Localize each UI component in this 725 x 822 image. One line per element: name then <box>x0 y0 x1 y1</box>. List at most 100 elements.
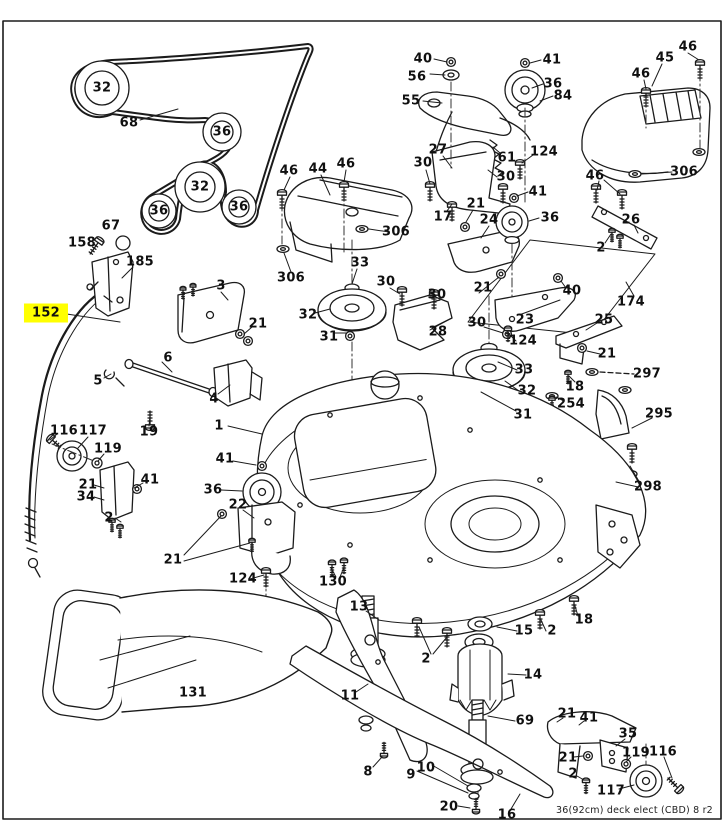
part-callout-41[interactable]: 41 <box>542 52 562 68</box>
part-callout-24[interactable]: 24 <box>479 212 499 228</box>
part-callout-30[interactable]: 30 <box>496 169 516 185</box>
part-callout-2[interactable]: 2 <box>596 240 606 256</box>
part-callout-33[interactable]: 33 <box>514 362 534 378</box>
part-callout-41[interactable]: 41 <box>215 451 235 467</box>
part-callout-41[interactable]: 41 <box>528 184 548 200</box>
part-callout-124[interactable]: 124 <box>529 144 559 160</box>
part-callout-36[interactable]: 36 <box>229 199 249 215</box>
part-callout-84[interactable]: 84 <box>553 88 573 104</box>
part-callout-124[interactable]: 124 <box>508 333 538 349</box>
part-callout-306[interactable]: 306 <box>276 270 306 286</box>
part-callout-28[interactable]: 28 <box>428 324 448 340</box>
part-callout-131[interactable]: 131 <box>178 685 208 701</box>
part-callout-6[interactable]: 6 <box>163 350 173 366</box>
part-callout-25[interactable]: 25 <box>594 312 614 328</box>
part-callout-69[interactable]: 69 <box>515 713 535 729</box>
part-callout-2[interactable]: 2 <box>104 510 114 526</box>
part-callout-4[interactable]: 4 <box>209 391 219 407</box>
part-callout-185[interactable]: 185 <box>125 254 155 270</box>
part-callout-45[interactable]: 45 <box>655 50 675 66</box>
part-callout-46[interactable]: 46 <box>279 163 299 179</box>
part-callout-297[interactable]: 297 <box>632 366 662 382</box>
part-callout-2[interactable]: 2 <box>547 623 557 639</box>
part-callout-14[interactable]: 14 <box>523 667 543 683</box>
part-callout-36[interactable]: 36 <box>149 203 169 219</box>
part-callout-2[interactable]: 2 <box>568 766 578 782</box>
part-callout-15[interactable]: 15 <box>514 623 534 639</box>
part-callout-61[interactable]: 61 <box>497 150 517 166</box>
part-callout-36[interactable]: 36 <box>203 482 223 498</box>
part-callout-5[interactable]: 5 <box>93 373 103 389</box>
part-callout-1[interactable]: 1 <box>214 418 224 434</box>
part-callout-116[interactable]: 116 <box>49 423 79 439</box>
part-callout-67[interactable]: 67 <box>101 218 121 234</box>
part-callout-18[interactable]: 18 <box>565 379 585 395</box>
part-callout-33[interactable]: 33 <box>350 255 370 271</box>
part-callout-40[interactable]: 40 <box>413 51 433 67</box>
part-callout-9[interactable]: 9 <box>406 767 416 783</box>
part-callout-35[interactable]: 35 <box>618 726 638 742</box>
part-callout-117[interactable]: 117 <box>78 423 108 439</box>
part-callout-306[interactable]: 306 <box>669 164 699 180</box>
part-callout-30[interactable]: 30 <box>427 287 447 303</box>
part-callout-18[interactable]: 18 <box>574 612 594 628</box>
part-callout-130[interactable]: 130 <box>318 574 348 590</box>
part-callout-36[interactable]: 36 <box>543 76 563 92</box>
part-callout-46[interactable]: 46 <box>631 66 651 82</box>
part-callout-32[interactable]: 32 <box>92 80 112 96</box>
part-callout-41[interactable]: 41 <box>579 710 599 726</box>
part-callout-21[interactable]: 21 <box>163 552 183 568</box>
part-callout-46[interactable]: 46 <box>585 168 605 184</box>
part-callout-30[interactable]: 30 <box>376 274 396 290</box>
part-callout-41[interactable]: 41 <box>140 472 160 488</box>
part-callout-30[interactable]: 30 <box>467 315 487 331</box>
part-callout-174[interactable]: 174 <box>616 294 646 310</box>
part-callout-21[interactable]: 21 <box>473 280 493 296</box>
part-callout-2[interactable]: 2 <box>421 651 431 667</box>
part-callout-21[interactable]: 21 <box>597 346 617 362</box>
part-callout-119[interactable]: 119 <box>621 745 651 761</box>
part-callout-31[interactable]: 31 <box>513 407 533 423</box>
part-callout-26[interactable]: 26 <box>621 212 641 228</box>
part-callout-254[interactable]: 254 <box>556 396 586 412</box>
part-callout-11[interactable]: 11 <box>340 688 360 704</box>
part-callout-17[interactable]: 17 <box>433 209 453 225</box>
part-callout-20[interactable]: 20 <box>439 799 459 815</box>
part-callout-32[interactable]: 32 <box>298 307 318 323</box>
part-callout-23[interactable]: 23 <box>515 312 535 328</box>
part-callout-117[interactable]: 117 <box>596 783 626 799</box>
part-callout-8[interactable]: 8 <box>363 764 373 780</box>
part-callout-44[interactable]: 44 <box>308 161 328 177</box>
part-callout-124[interactable]: 124 <box>228 571 258 587</box>
part-callout-40[interactable]: 40 <box>562 283 582 299</box>
part-callout-36[interactable]: 36 <box>212 124 232 140</box>
part-callout-116[interactable]: 116 <box>648 744 678 760</box>
part-callout-21[interactable]: 21 <box>78 477 98 493</box>
part-callout-152[interactable]: 152 <box>23 303 69 323</box>
part-callout-32[interactable]: 32 <box>517 383 537 399</box>
part-callout-158[interactable]: 158 <box>67 235 97 251</box>
part-callout-32[interactable]: 32 <box>190 179 210 195</box>
part-callout-55[interactable]: 55 <box>401 93 421 109</box>
part-callout-46[interactable]: 46 <box>336 156 356 172</box>
part-callout-306[interactable]: 306 <box>381 224 411 240</box>
part-callout-56[interactable]: 56 <box>407 69 427 85</box>
part-callout-36[interactable]: 36 <box>540 210 560 226</box>
part-callout-21[interactable]: 21 <box>557 706 577 722</box>
part-callout-119[interactable]: 119 <box>93 441 123 457</box>
part-callout-22[interactable]: 22 <box>228 497 248 513</box>
part-callout-16[interactable]: 16 <box>497 807 517 822</box>
part-callout-34[interactable]: 34 <box>76 489 96 505</box>
part-callout-68[interactable]: 68 <box>119 115 139 131</box>
part-callout-298[interactable]: 298 <box>633 479 663 495</box>
part-callout-13[interactable]: 13 <box>349 599 369 615</box>
part-callout-3[interactable]: 3 <box>216 278 226 294</box>
part-callout-31[interactable]: 31 <box>319 329 339 345</box>
part-callout-46[interactable]: 46 <box>678 39 698 55</box>
part-callout-21[interactable]: 21 <box>558 750 578 766</box>
part-callout-10[interactable]: 10 <box>416 760 436 776</box>
part-callout-21[interactable]: 21 <box>466 196 486 212</box>
part-callout-27[interactable]: 27 <box>428 142 448 158</box>
part-callout-19[interactable]: 19 <box>139 424 159 440</box>
part-callout-295[interactable]: 295 <box>644 406 674 422</box>
